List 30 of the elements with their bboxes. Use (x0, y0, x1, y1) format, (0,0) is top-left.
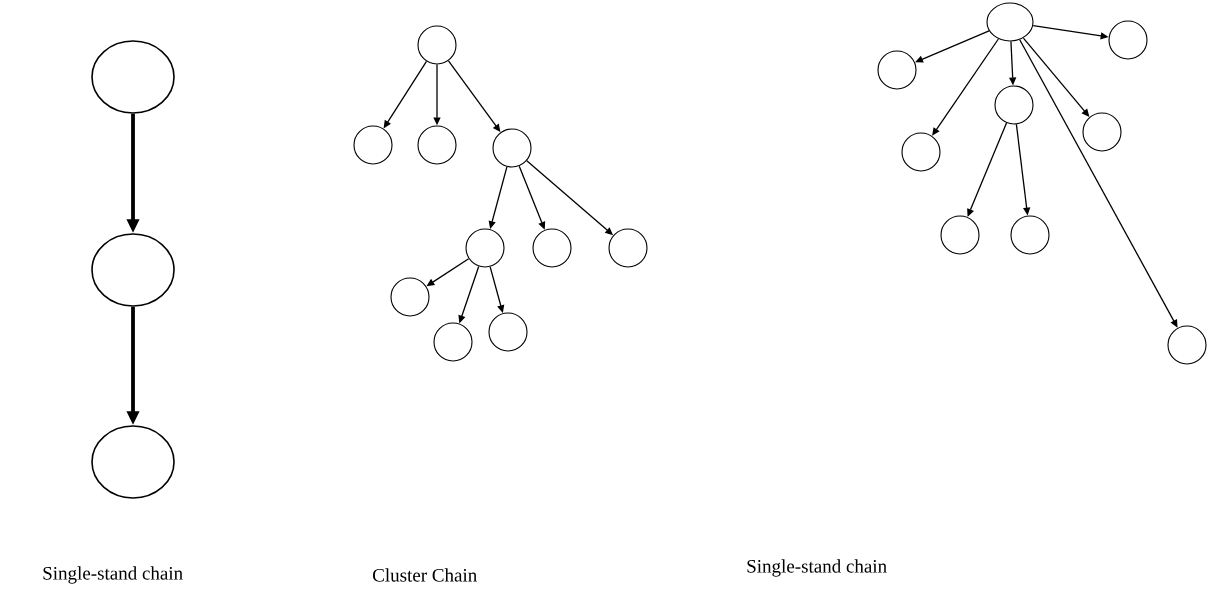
arrow (932, 38, 999, 136)
caption-text: Single-stand chain (43, 566, 183, 584)
caption-text: Cluster Chain (373, 568, 477, 582)
arrow (967, 122, 1008, 217)
circle-node (940, 215, 980, 255)
circle-node (1108, 20, 1148, 60)
arrow (915, 30, 990, 63)
arrow (1022, 37, 1090, 117)
circle-node (390, 277, 430, 317)
circle-node (877, 50, 917, 90)
ellipse-node (91, 40, 175, 114)
circle-node (465, 228, 505, 268)
circle-node (901, 132, 941, 172)
ellipse-node (986, 2, 1034, 42)
circle-node (1167, 325, 1207, 365)
circle-node (608, 228, 648, 268)
ellipse-node (91, 425, 175, 499)
circle-node (417, 125, 457, 165)
circle-node (417, 25, 457, 65)
circle-node (1082, 112, 1122, 152)
circle-node (353, 125, 393, 165)
circle-node (1010, 215, 1050, 255)
circle-node (433, 322, 473, 362)
caption-text: Single-stand chain (747, 559, 887, 577)
circle-node (492, 128, 532, 168)
arrow (1019, 39, 1178, 328)
circle-node (532, 228, 572, 268)
ellipse-node (91, 233, 175, 307)
circle-node (994, 85, 1034, 125)
circle-node (488, 312, 528, 352)
